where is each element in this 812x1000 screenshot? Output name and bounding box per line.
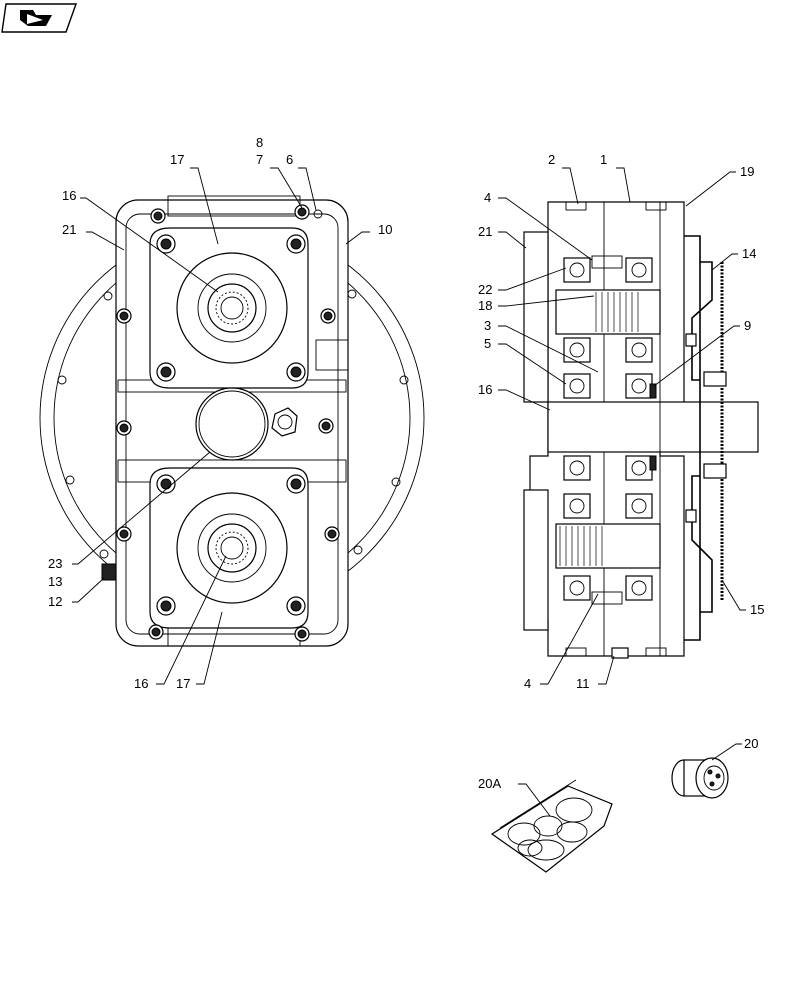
callout-19: 19 <box>740 164 754 179</box>
callout-7: 7 <box>256 152 263 167</box>
lower-splined-shaft <box>207 523 257 573</box>
callout-4-bottom: 4 <box>524 676 531 691</box>
callout-20a: 20A <box>478 776 501 791</box>
flexplate-bolts <box>685 333 727 523</box>
housing-bolts <box>116 204 340 642</box>
callout-3: 3 <box>484 318 491 333</box>
callout-22: 22 <box>478 282 492 297</box>
callout-11: 11 <box>576 676 590 691</box>
callout-17-bottom: 17 <box>176 676 190 691</box>
leader-lines <box>72 167 746 817</box>
callout-6: 6 <box>286 152 293 167</box>
callout-9: 9 <box>744 318 751 333</box>
callout-labels: 8 7 6 17 16 21 10 23 13 12 16 17 2 1 19 … <box>48 135 764 791</box>
callout-18: 18 <box>478 298 492 313</box>
callout-23: 23 <box>48 556 62 571</box>
gearbox-front-view <box>39 195 425 647</box>
side-plate <box>523 231 549 403</box>
callout-20: 20 <box>744 736 758 751</box>
callout-5: 5 <box>484 336 491 351</box>
flange-bolt-holes <box>57 289 409 559</box>
lower-spline-gear <box>555 523 661 569</box>
callout-16-top: 16 <box>62 188 76 203</box>
callout-13: 13 <box>48 574 62 589</box>
callout-2: 2 <box>548 152 555 167</box>
breather-plug <box>671 757 729 799</box>
callout-4-top: 4 <box>484 190 491 205</box>
callout-12: 12 <box>48 594 62 609</box>
callout-14: 14 <box>742 246 756 261</box>
callout-10: 10 <box>378 222 392 237</box>
callout-17-top: 17 <box>170 152 184 167</box>
center-bore <box>195 387 269 461</box>
callout-16-right: 16 <box>478 382 492 397</box>
callout-1: 1 <box>600 152 607 167</box>
plug-bolt <box>271 407 298 437</box>
seal-kit-bag <box>490 779 613 873</box>
callout-21-right: 21 <box>478 224 492 239</box>
navigation-arrow-icon[interactable] <box>1 3 77 33</box>
cover-bolts <box>156 234 306 616</box>
bearings <box>563 257 653 601</box>
callout-15: 15 <box>750 602 764 617</box>
callout-16-bottom: 16 <box>134 676 148 691</box>
gearbox-section-view <box>523 201 759 659</box>
input-shaft <box>547 401 759 453</box>
callout-8: 8 <box>256 135 263 150</box>
callout-21-left: 21 <box>62 222 76 237</box>
upper-splined-shaft <box>207 283 257 333</box>
